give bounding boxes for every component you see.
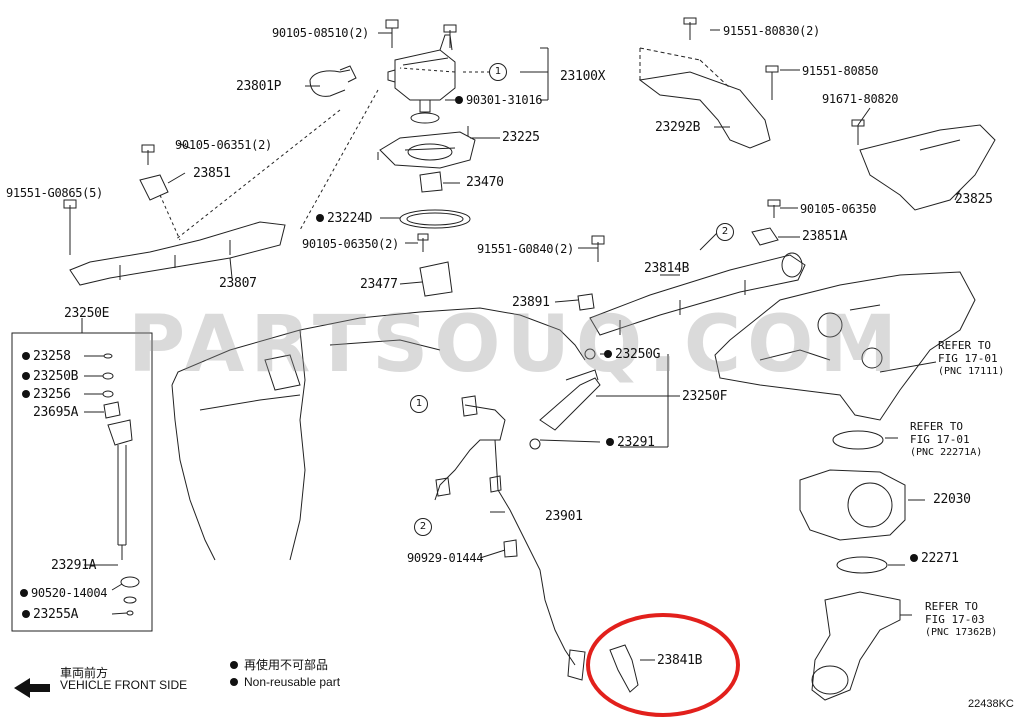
refer-line1: REFER TO <box>925 600 978 613</box>
hose-23801p <box>309 65 357 97</box>
label-23258[interactable]: 23258 <box>22 350 71 364</box>
label-23225[interactable]: 23225 <box>502 130 540 145</box>
intake-manifold <box>714 271 976 421</box>
bracket-23851 <box>139 174 169 201</box>
injector-23250f <box>539 377 601 431</box>
refer-fig-17-01-a[interactable]: REFER TO FIG 17-01 (PNC 17111) <box>938 339 1004 378</box>
label-90105-06350-2[interactable]: 90105-06350(2) <box>302 237 399 251</box>
label-23901[interactable]: 23901 <box>545 509 583 524</box>
clamp-23841b <box>609 644 639 693</box>
callout-1: 1 <box>489 63 507 81</box>
legend-front-en: VEHICLE FRONT SIDE <box>60 678 188 692</box>
refer-line2: FIG 17-01 <box>910 433 970 446</box>
fuel-rail-23814b <box>589 254 806 336</box>
label-91551-80850[interactable]: 91551-80850 <box>802 64 879 78</box>
legend-reuse-jp-text: 再使用不可部品 <box>244 658 329 672</box>
oring-23224d <box>399 209 471 229</box>
label-90105-06351[interactable]: 90105-06351(2) <box>175 138 272 152</box>
label-90929-01444[interactable]: 90929-01444 <box>407 551 484 565</box>
front-arrow-icon <box>14 678 50 698</box>
refer-line1: REFER TO <box>938 339 991 352</box>
refer-pnc: (PNC 17111) <box>938 366 1005 377</box>
label-90105-06350[interactable]: 90105-06350 <box>800 202 877 216</box>
cap-23891 <box>577 293 595 311</box>
label-91551-g0865[interactable]: 91551-G0865(5) <box>6 186 103 200</box>
label-22271[interactable]: 22271 <box>910 552 959 566</box>
label-23807[interactable]: 23807 <box>219 276 257 291</box>
label-23250b[interactable]: 23250B <box>22 370 78 384</box>
label-91671-80820[interactable]: 91671-80820 <box>822 92 899 106</box>
label-23291[interactable]: 23291 <box>606 436 655 450</box>
refer-pnc: (PNC 17362B) <box>925 627 998 638</box>
legend-front-jp: 車両前方 <box>60 666 109 680</box>
label-23470[interactable]: 23470 <box>466 175 504 190</box>
pump-bracket-23225 <box>377 126 476 169</box>
label-23250f[interactable]: 23250F <box>682 389 728 404</box>
refer-fig-17-01-b[interactable]: REFER TO FIG 17-01 (PNC 22271A) <box>910 420 982 459</box>
label-23250e[interactable]: 23250E <box>64 306 110 321</box>
refer-line2: FIG 17-03 <box>925 613 985 626</box>
label-23291a[interactable]: 23291A <box>51 558 97 573</box>
nonreusable-dot-icon <box>230 661 238 669</box>
fuel-pump-23100x <box>387 34 456 113</box>
cap-23477 <box>419 261 453 297</box>
label-23292b[interactable]: 23292B <box>655 120 701 135</box>
injector-23250e <box>107 419 133 560</box>
label-23825[interactable]: 23825 <box>955 192 993 207</box>
bracket-23851a <box>751 227 779 246</box>
label-90520-14004[interactable]: 90520-14004 <box>20 586 107 600</box>
refer-line2: FIG 17-01 <box>938 352 998 365</box>
refer-pnc: (PNC 22271A) <box>910 447 983 458</box>
callout-2: 2 <box>414 518 432 536</box>
label-23250g[interactable]: 23250G <box>604 348 660 362</box>
legend-reuse-en-text: Non-reusable part <box>244 675 341 689</box>
callout-1: 1 <box>410 395 428 413</box>
bracket-23825 <box>859 124 996 211</box>
label-23100x[interactable]: 23100X <box>560 69 606 84</box>
label-23814b[interactable]: 23814B <box>644 261 690 276</box>
label-23256[interactable]: 23256 <box>22 388 71 402</box>
label-23224d[interactable]: 23224D <box>316 212 372 226</box>
refer-fig-17-03[interactable]: REFER TO FIG 17-03 (PNC 17362B) <box>925 600 997 639</box>
callout-2: 2 <box>716 223 734 241</box>
label-23801p[interactable]: 23801P <box>236 79 282 94</box>
fuel-pipe-23901 <box>434 404 576 666</box>
nonreusable-dot-icon <box>230 678 238 686</box>
refer-line1: REFER TO <box>910 420 963 433</box>
engine-block-outline <box>171 307 586 561</box>
label-23255a[interactable]: 23255A <box>22 608 78 622</box>
fuel-rail-23807 <box>69 221 286 286</box>
lifter-23470 <box>419 171 443 193</box>
label-90301-31016[interactable]: 90301-31016 <box>455 93 542 107</box>
bracket-23292b <box>638 71 771 149</box>
throttle-body-22030 <box>799 469 906 541</box>
label-23695a[interactable]: 23695A <box>33 405 79 420</box>
label-90105-08510[interactable]: 90105-08510(2) <box>272 26 369 40</box>
label-22030[interactable]: 22030 <box>933 492 971 507</box>
label-23841b[interactable]: 23841B <box>657 653 703 668</box>
legend-reuse-en: Non-reusable part <box>230 675 340 689</box>
label-23477[interactable]: 23477 <box>360 277 398 292</box>
label-23851a[interactable]: 23851A <box>802 229 848 244</box>
diagram-id: 22438KC <box>968 698 1014 710</box>
intake-elbow <box>811 591 901 701</box>
label-23851[interactable]: 23851 <box>193 166 231 181</box>
gasket-22271 <box>836 556 888 574</box>
gasket-22271a <box>832 430 884 450</box>
highlight-circle <box>586 613 740 717</box>
legend-reuse-jp: 再使用不可部品 <box>230 656 328 673</box>
label-91551-g0840[interactable]: 91551-G0840(2) <box>477 242 574 256</box>
label-23891[interactable]: 23891 <box>512 295 550 310</box>
label-91551-80830[interactable]: 91551-80830(2) <box>723 24 820 38</box>
